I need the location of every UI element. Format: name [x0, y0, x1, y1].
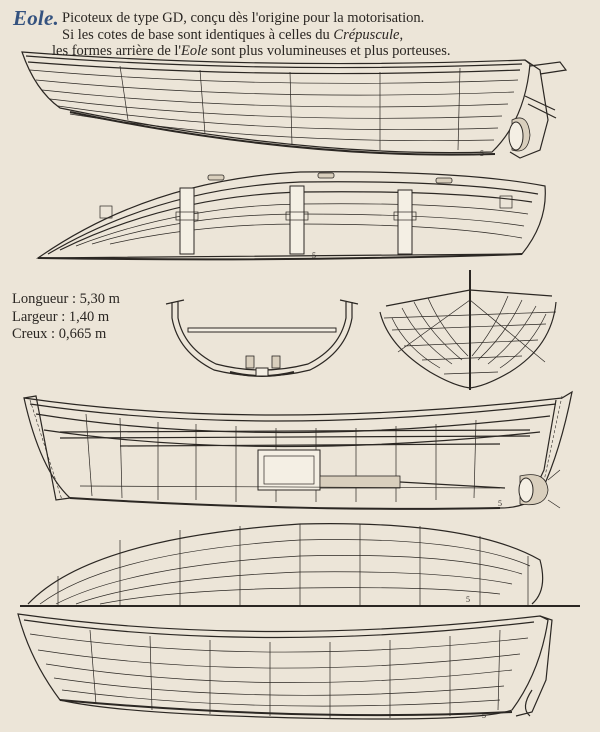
profile-exterior-view: 5 — [21, 51, 568, 159]
caption-line-2-prefix: Si les cotes de base sont identiques à c… — [62, 26, 334, 43]
caption: Picoteux de type GD, conçu dès l'origine… — [52, 10, 502, 60]
station-mark-5: 5 — [482, 711, 486, 720]
boat-name: Eole. — [13, 6, 59, 30]
midship-section-view — [165, 299, 359, 377]
caption-ref-eole: Eole — [181, 43, 208, 59]
body-plan-view — [379, 270, 557, 390]
dimension-depth: Creux : 0,665 m — [12, 326, 107, 342]
dimensions-block: Longueur : 5,30 m Largeur : 1,40 m Creux… — [12, 291, 120, 344]
caption-ref-crepuscule: Crépuscule — [333, 26, 400, 43]
half-breadth-plan-view: 5 — [20, 523, 580, 607]
caption-line-1: Picoteux de type GD, conçu dès l'origine… — [62, 10, 425, 26]
caption-line-2-suffix: , — [399, 26, 404, 43]
caption-line-3-suffix: sont plus volumineuses et plus porteuses… — [207, 43, 451, 59]
caption-line-2: Si les cotes de base sont identiques à c… — [62, 27, 502, 44]
station-mark-3: 5 — [498, 499, 502, 508]
caption-line-3: les formes arrière de l'Eole sont plus v… — [52, 43, 502, 60]
profile-interior-structure-view: 5 — [23, 390, 573, 510]
station-mark-4: 5 — [466, 595, 470, 604]
station-mark-2: 5 — [312, 251, 316, 260]
dimension-beam: Largeur : 1,40 m — [12, 308, 110, 325]
dimension-length: Longueur : 5,30 m — [12, 291, 120, 307]
station-mark-1: 5 — [480, 149, 484, 158]
profile-lines-view: 5 — [17, 613, 553, 720]
caption-line-3-prefix: les formes arrière de l' — [52, 43, 182, 59]
plan-interior-view: 5 — [36, 171, 546, 261]
